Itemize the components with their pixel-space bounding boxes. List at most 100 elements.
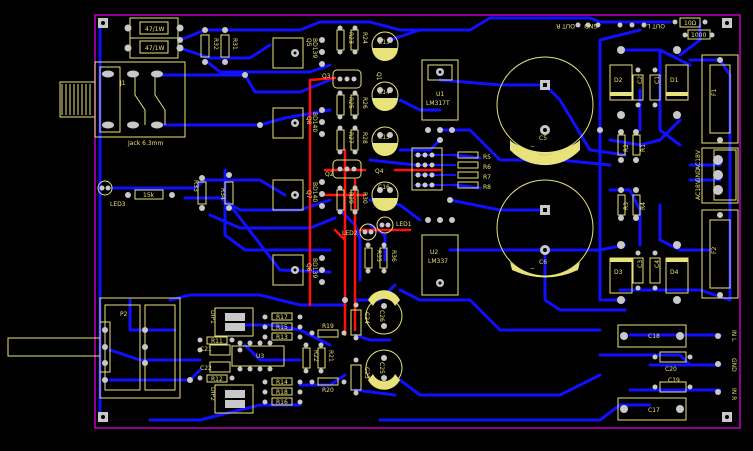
output-connector: OUT R GND OUT L (556, 22, 665, 29)
resistors-r5-r8: R5 R6 R7 R8 (411, 147, 491, 191)
dip-switch-2: DIP2 (209, 384, 254, 414)
r14-label: R14 (276, 379, 288, 386)
diode-d2: D2 (609, 46, 633, 119)
r32-label: R32 (212, 38, 219, 50)
lm317-label: LM317T (426, 100, 450, 107)
c14-label: C14 (378, 89, 390, 96)
c6-label: C6 (539, 259, 547, 266)
dip1-label: DIP1 (209, 310, 216, 324)
capacitor-c15: C15 (371, 126, 399, 156)
r6-label: R6 (483, 164, 491, 171)
capacitor-c2: C2 (632, 67, 644, 108)
r26-label: R26 (361, 97, 368, 109)
capacitor-c19: C19 (652, 377, 693, 393)
small-transistors: Q3 Q1 Q4 Q2 (322, 69, 384, 179)
c15-label: C15 (378, 134, 390, 141)
vias (177, 37, 603, 383)
r-47-1w-bottom: 47/1W (124, 37, 184, 59)
mounting-holes (98, 18, 732, 422)
gnd-in-label: GND (730, 358, 737, 372)
c17-label: C17 (648, 407, 660, 414)
q4-label: Q4 (375, 168, 384, 175)
capacitor-c17: C17 (617, 397, 687, 421)
u2-label: U2 (430, 249, 438, 256)
q5-label: Q5 (305, 38, 312, 47)
r7-label: R7 (483, 174, 491, 181)
capacitor-c26: C26 (365, 290, 403, 335)
capacitor-c22: C22 (200, 361, 231, 373)
c18-label: C18 (648, 333, 660, 340)
resistor-r12: R12 (197, 374, 235, 383)
r34-label: R34 (219, 188, 226, 200)
capacitor-c4: C4 (649, 250, 661, 291)
resistor-r33: R33 (192, 175, 207, 211)
f1-label: F1 (711, 89, 718, 96)
r17-label: R17 (276, 314, 288, 321)
regulator-u2: U2 LM337 (421, 217, 459, 296)
d4-label: D4 (670, 269, 679, 276)
q3-label: Q3 (322, 73, 331, 80)
potentiometer-p2: P2 (7, 297, 181, 399)
resistor-10ohm: 10Ω (672, 17, 708, 28)
resistors-r21-r22: R22 R21 (302, 342, 334, 374)
dip2-label: DIP2 (209, 387, 216, 401)
resistor-r20: R20 (309, 377, 347, 394)
capacitor-c21: C21 (197, 344, 243, 356)
capacitor-c20: C20 (652, 351, 693, 373)
resistor-15k: 15k (125, 189, 175, 200)
led3-label: LED3 (110, 201, 126, 208)
c26-label: C26 (378, 310, 385, 322)
led1-label: LED1 (396, 221, 412, 228)
r13-label: R13 (276, 334, 288, 341)
c4-label: C4 (654, 260, 661, 268)
r2-label: R2 (623, 144, 630, 152)
r10-label: 10Ω (684, 20, 697, 27)
r16-label: R16 (276, 399, 288, 406)
r18-label: R18 (276, 389, 288, 396)
c1000-label: 1000 (691, 32, 706, 39)
in-l-label: IN L (730, 330, 737, 342)
r19-label: R19 (322, 323, 334, 330)
r36-label: R36 (390, 250, 397, 262)
d3-label: D3 (614, 269, 623, 276)
r3-label: R3 (623, 202, 630, 210)
r27-label: R27 (347, 132, 354, 144)
capacitor-c3: C3 (632, 250, 644, 291)
c5-label: C5 (539, 135, 547, 142)
diode-d1: D1 (665, 46, 689, 119)
c6-minus: − (530, 265, 535, 272)
capacitor-c14: C14 (371, 81, 399, 111)
capacitor-c1: C1 (649, 67, 661, 108)
r35-label: R35 (375, 250, 382, 262)
q2-label: Q2 (325, 171, 334, 178)
jack-label: Jack 6.3mm (127, 140, 164, 147)
q7-part: BD140 (311, 182, 318, 202)
jack-j1: J1 Jack 6.3mm (59, 61, 186, 147)
resistors-r35-r36: R35 R36 (364, 242, 397, 274)
r23-label: R23 (347, 32, 354, 44)
d2-label: D2 (614, 77, 623, 84)
r4-label: R4 (640, 202, 647, 210)
capacitor-c16: C16 (371, 181, 399, 211)
r-47-1w-label-2: 47/1W (145, 45, 164, 52)
resistor-column: R23 R24 R25 R26 R27 R28 R29 R30 (336, 25, 368, 215)
r25-label: R25 (347, 97, 354, 109)
lm337-label: LM337 (428, 258, 448, 265)
c19-label: C19 (668, 377, 680, 384)
c2-label: C2 (637, 76, 644, 84)
r11-label: R11 (211, 338, 223, 345)
capacitor-1000: 1000 (682, 29, 715, 40)
p2-label: P2 (120, 311, 128, 318)
q7-label: Q7 (305, 190, 312, 199)
resistors-r14-r16: R14 R18 R16 (262, 377, 303, 406)
gnd-top-label: GND (584, 22, 598, 29)
q6-label: Q6 (305, 263, 312, 272)
r22-label: R22 (312, 350, 319, 362)
diode-d4: D4 (665, 241, 689, 304)
q5-part: BD139 (311, 38, 318, 58)
transistor-q5: Q5 BD139 (272, 37, 325, 69)
resistors-r3-r4: R3 R4 (617, 187, 647, 221)
c22-label: C22 (200, 365, 212, 372)
gnd-ac-label: GND (695, 168, 702, 182)
